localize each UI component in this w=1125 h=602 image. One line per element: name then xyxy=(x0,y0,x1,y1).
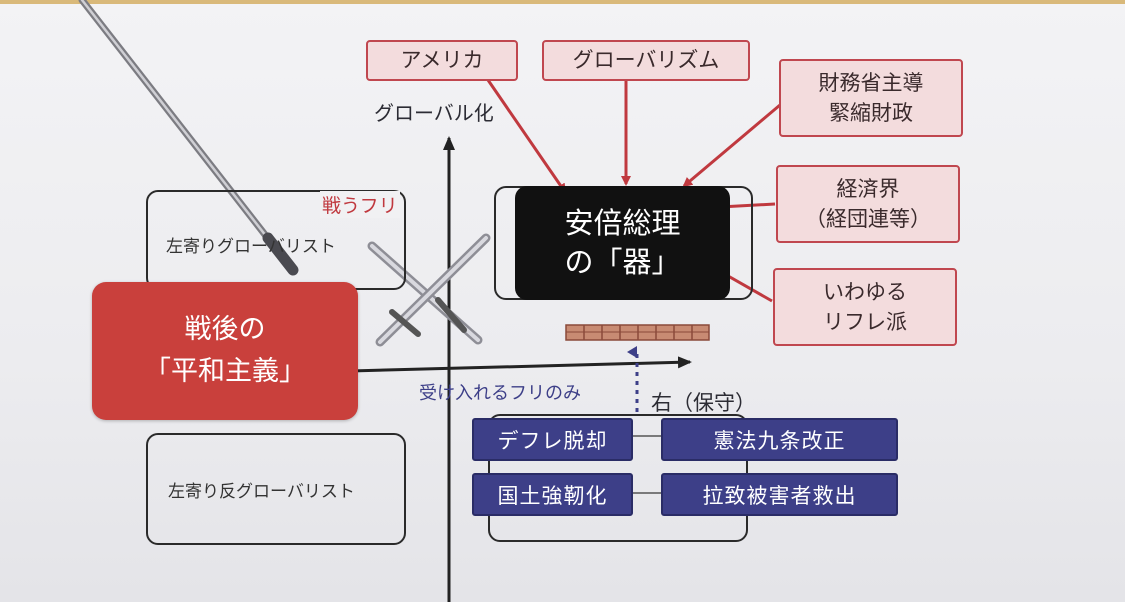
brick-strip xyxy=(565,324,710,341)
influence-america-label: アメリカ xyxy=(400,48,484,73)
influence-business: 経済界 （経団連等） xyxy=(776,165,960,243)
abe-line2: の「器」 xyxy=(564,245,681,279)
influence-globalism-label: グローバリズム xyxy=(572,48,720,73)
influence-business-line1: 経済界 xyxy=(836,176,900,201)
left-anti-globalist-box: 左寄り反グローバリスト xyxy=(146,433,406,545)
policy-deflation: デフレ脱却 xyxy=(472,418,633,461)
pointer-stick xyxy=(78,0,299,276)
influence-mof-line1: 財務省主導 xyxy=(818,70,924,95)
postwar-line2: 「平和主義」 xyxy=(144,356,306,387)
policy-abduction: 拉致被害者救出 xyxy=(661,473,898,516)
policy-resilience-label: 国土強靭化 xyxy=(497,483,608,508)
left-globalist-label: 左寄りグローバリスト xyxy=(166,237,336,257)
influence-reflation-line1: いわゆる xyxy=(823,279,907,304)
arrow-mof xyxy=(682,103,781,188)
fighting-pretense-label: 戦うフリ xyxy=(320,191,400,218)
axis-top-label: グローバル化 xyxy=(374,101,494,125)
policy-constitution-label: 憲法九条改正 xyxy=(713,428,846,453)
policy-resilience: 国土強靭化 xyxy=(472,473,633,516)
policy-constitution: 憲法九条改正 xyxy=(661,418,898,461)
influence-mof: 財務省主導 緊縮財政 xyxy=(779,59,963,137)
policy-abduction-label: 拉致被害者救出 xyxy=(702,483,857,508)
influence-business-line2: （経団連等） xyxy=(805,207,931,231)
postwar-line1: 戦後の xyxy=(184,314,266,346)
postwar-pacifism-box: 戦後の 「平和主義」 xyxy=(92,282,358,420)
left-anti-globalist-label: 左寄り反グローバリスト xyxy=(168,481,355,502)
abe-vessel-box: 安倍総理 の「器」 xyxy=(515,186,730,300)
influence-mof-line2: 緊縮財政 xyxy=(829,101,913,125)
influence-america: アメリカ xyxy=(366,40,518,81)
crossed-swords-icon xyxy=(367,233,491,347)
abe-line1: 安倍総理 xyxy=(564,205,681,240)
axis-right-label: 右（保守） xyxy=(651,391,756,415)
horizontal-axis xyxy=(349,356,692,373)
accept-pretense-label: 受け入れるフリのみ xyxy=(419,383,581,404)
arrow-america xyxy=(486,79,567,194)
top-border-strip xyxy=(0,0,1125,4)
policy-deflation-label: デフレ脱却 xyxy=(497,428,608,453)
influence-globalism: グローバリズム xyxy=(542,40,750,81)
influence-reflation: いわゆる リフレ派 xyxy=(773,268,957,346)
influence-reflation-line2: リフレ派 xyxy=(823,310,907,334)
